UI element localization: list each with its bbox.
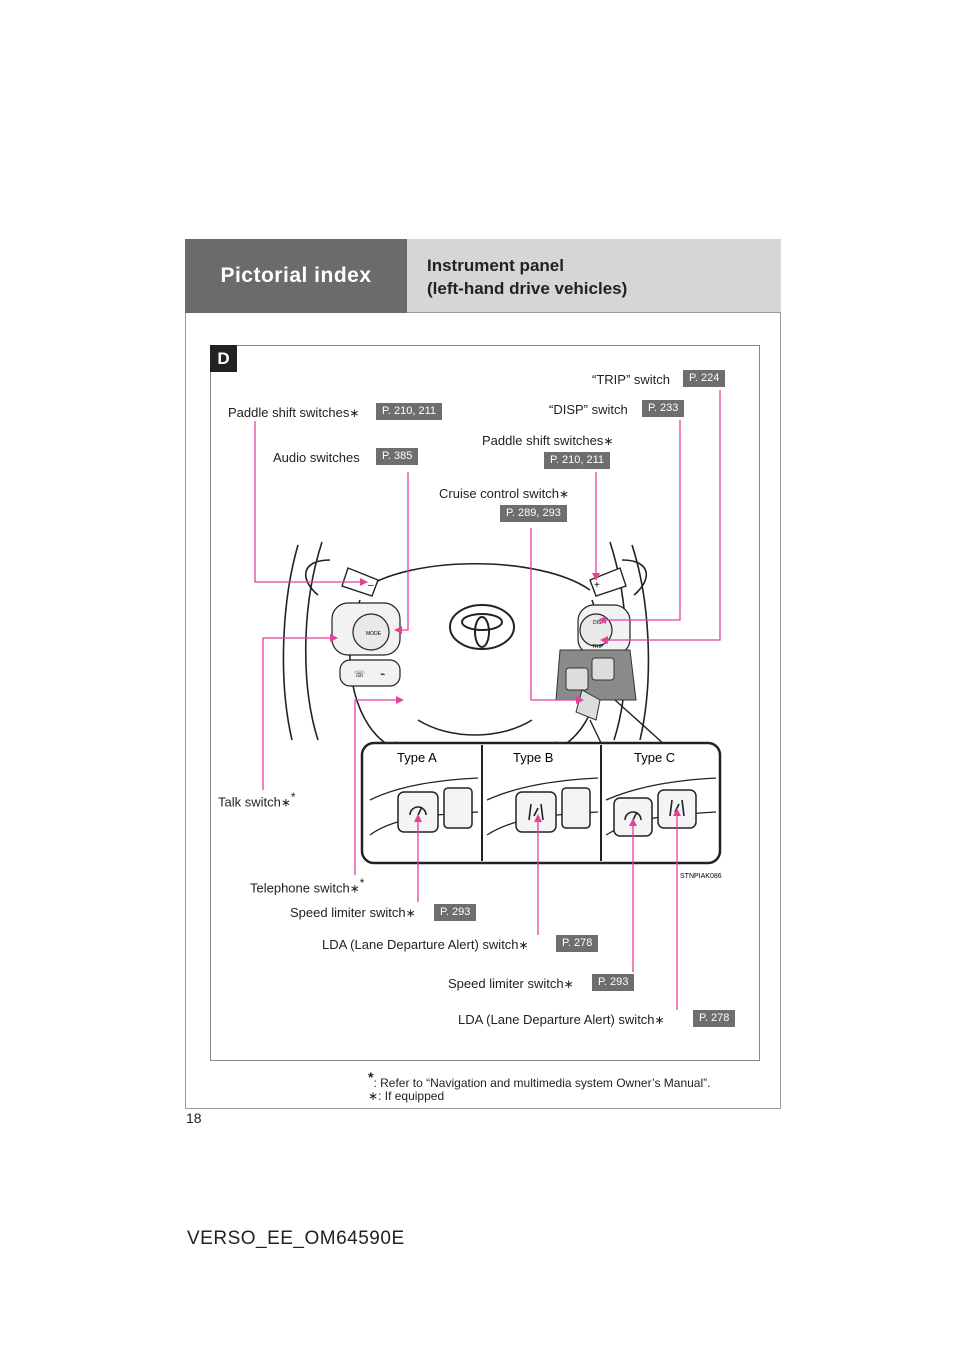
mode-button-text: MODE [366, 631, 382, 637]
disp-switch-ref[interactable]: P. 233 [642, 400, 685, 417]
paddle-left-ref[interactable]: P. 210, 211 [376, 403, 443, 420]
hangup-button-glyph: ⌁ [380, 670, 385, 680]
speed-limiter-c-ref[interactable]: P. 293 [592, 974, 635, 991]
image-code: STNPIAK086 [680, 873, 722, 880]
type-b-label: Type B [513, 750, 553, 765]
lda-b-label: LDA (Lane Departure Alert) switch∗ [322, 937, 529, 952]
diagram-box [210, 345, 760, 1061]
audio-switches-label: Audio switches [273, 450, 360, 465]
paddle-right-label: Paddle shift switches∗ [482, 433, 614, 448]
lda-c-ref[interactable]: P. 278 [693, 1010, 736, 1027]
lower-switch-panel [555, 649, 637, 721]
telephone-button-glyph: ☏ [354, 670, 365, 680]
type-a-label: Type A [397, 750, 437, 765]
svg-text:+: + [594, 580, 600, 591]
type-c-label: Type C [634, 750, 675, 765]
lda-b-ref[interactable]: P. 278 [556, 935, 599, 952]
right-paddle [589, 567, 627, 597]
audio-switches-ref[interactable]: P. 385 [376, 448, 419, 465]
page-title-line1: Instrument panel [427, 256, 564, 275]
cruise-control-ref[interactable]: P. 289, 293 [500, 505, 567, 522]
footnote-navigation: *: Refer to “Navigation and multimedia s… [368, 1069, 711, 1090]
page-title-line2: (left-hand drive vehicles) [427, 279, 628, 298]
paddle-right-ref[interactable]: P. 210, 211 [544, 452, 611, 469]
svg-text:–: – [368, 580, 374, 591]
section-header: Pictorial index [185, 239, 407, 313]
toyota-logo [449, 604, 515, 650]
disp-switch-label: “DISP” switch [549, 402, 628, 417]
telephone-switch-label: Telephone switch∗* [250, 876, 365, 896]
leader-lines [254, 390, 721, 1010]
disp-trip-switch-cluster [577, 604, 631, 656]
document-code: VERSO_EE_OM64590E [187, 1228, 405, 1249]
speed-limiter-a-label: Speed limiter switch∗ [290, 905, 416, 920]
diagram-tag: D [210, 345, 237, 372]
speed-limiter-icon [409, 806, 642, 821]
paddle-left-label: Paddle shift switches∗ [228, 405, 360, 420]
trip-button-text: TRIP [592, 644, 604, 650]
footnote-equipped: ∗: If equipped [368, 1089, 445, 1103]
speed-limiter-c-label: Speed limiter switch∗ [448, 976, 574, 991]
disp-button-text: DISP [593, 620, 605, 626]
page-header: Instrument panel (left-hand drive vehicl… [407, 239, 781, 313]
lda-c-label: LDA (Lane Departure Alert) switch∗ [458, 1012, 665, 1027]
talk-switch-label: Talk switch∗* [218, 790, 296, 810]
trip-switch-label: “TRIP” switch [592, 372, 670, 387]
trip-switch-ref[interactable]: P. 224 [683, 370, 726, 387]
audio-switch-cluster [331, 602, 401, 687]
section-title: Pictorial index [220, 264, 372, 287]
speed-limiter-a-ref[interactable]: P. 293 [434, 904, 477, 921]
cruise-control-label: Cruise control switch∗ [439, 486, 569, 501]
page-number: 18 [186, 1110, 202, 1126]
